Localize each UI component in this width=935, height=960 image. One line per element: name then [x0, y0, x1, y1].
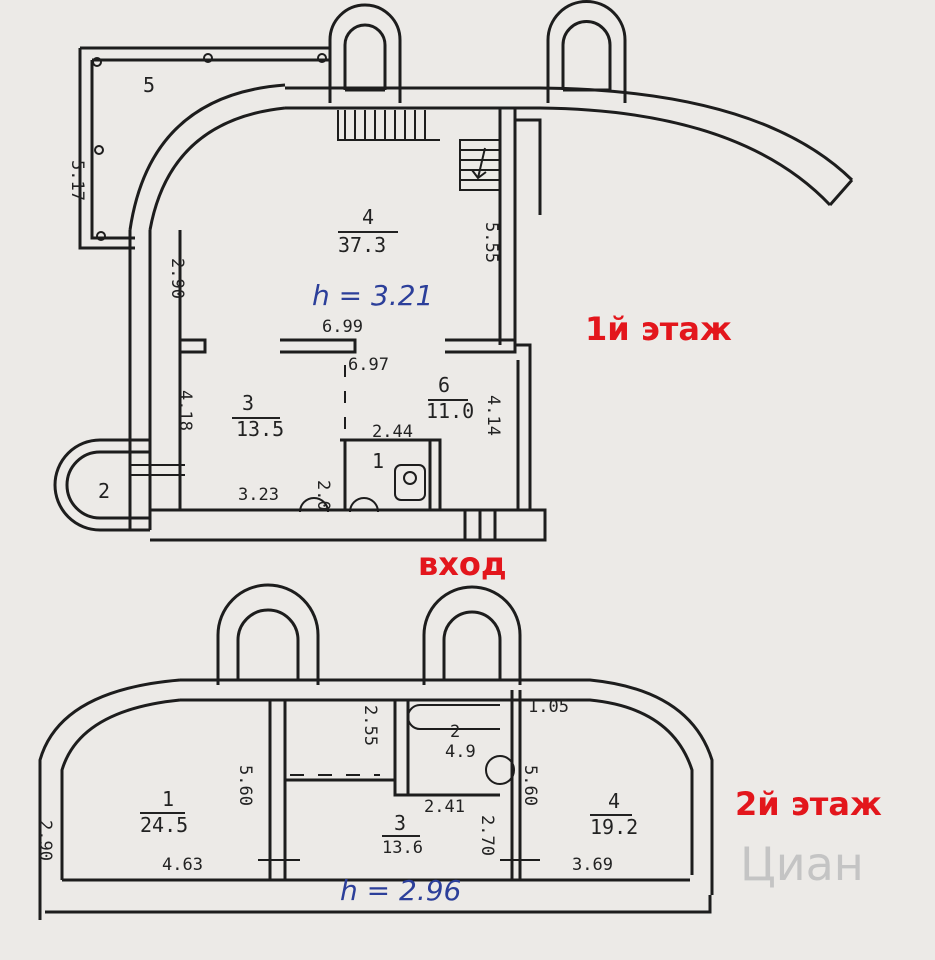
dim-label: 5.55 [481, 222, 501, 263]
floor1-labels: 5 5.17 4 37.3 5.55 2.90 h = 3.21 6.99 6.… [67, 73, 732, 583]
room-2-area: 4.9 [445, 742, 476, 762]
floor1-plan [53, 0, 854, 542]
floor2-labels: 1 24.5 5.60 2.90 4.63 2.55 2 4.9 1.05 2.… [35, 697, 882, 907]
room-4-area: 37.3 [338, 233, 386, 257]
dim-label: 1.05 [528, 697, 569, 717]
room-1-area: 24.5 [140, 813, 188, 837]
room-6-number: 6 [438, 373, 450, 397]
dim-label: 2.44 [372, 422, 413, 442]
room-6-area: 11.0 [426, 399, 474, 423]
dim-label: 3.69 [572, 855, 613, 875]
room-3-area: 13.6 [382, 838, 423, 858]
dim-label: 2.41 [424, 797, 465, 817]
room-4-number: 4 [608, 789, 620, 813]
dim-label: 3.23 [238, 485, 279, 505]
floor1-label: 1й этаж [585, 310, 732, 348]
room-3-number: 3 [394, 811, 406, 835]
dim-label: 6.99 [322, 317, 363, 337]
dim-label: 2.90 [167, 258, 187, 299]
dim-label: 5.17 [67, 160, 87, 201]
room-3-number: 3 [242, 391, 254, 415]
dim-label: 2.55 [360, 705, 380, 746]
room-2-number: 2 [98, 479, 110, 503]
room-3-area: 13.5 [236, 417, 284, 441]
floor1-ceiling-height: h = 3.21 [312, 279, 433, 312]
dim-label: 4.18 [175, 390, 195, 431]
floor2-label: 2й этаж [735, 785, 882, 823]
dim-label: 2.0 [313, 480, 333, 511]
watermark-logo: Циан [740, 837, 864, 891]
dim-label: 2.70 [477, 815, 497, 856]
room-5-number: 5 [143, 73, 155, 97]
dim-label: 4.14 [483, 395, 503, 436]
floor2-plan [38, 583, 714, 920]
entrance-label: вход [418, 545, 507, 583]
dim-label: 6.97 [348, 355, 389, 375]
dim-label: 5.60 [235, 765, 255, 806]
room-4-area: 19.2 [590, 815, 638, 839]
dim-label: 4.63 [162, 855, 203, 875]
room-1-number: 1 [162, 787, 174, 811]
floor2-ceiling-height: h = 2.96 [340, 874, 461, 907]
room-4-number: 4 [362, 205, 374, 229]
dim-label: 2.90 [35, 820, 55, 861]
dim-label: 5.60 [520, 765, 540, 806]
room-1-number: 1 [372, 449, 384, 473]
room-2-number: 2 [450, 722, 460, 742]
